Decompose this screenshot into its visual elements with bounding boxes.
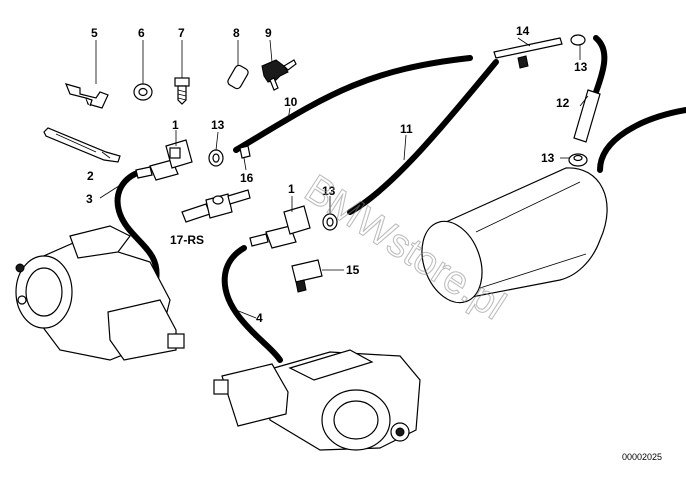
callout-4: 4 <box>256 311 263 325</box>
callout-14: 14 <box>516 24 530 38</box>
hose-part-11 <box>347 59 499 215</box>
callout-8: 8 <box>233 26 240 40</box>
callout-16: 16 <box>240 171 254 185</box>
callout-2: 2 <box>87 169 94 183</box>
plug-part-15 <box>291 259 323 293</box>
throttle-body-lower <box>213 349 421 451</box>
grommet-part-6 <box>133 83 153 101</box>
callout-15: 15 <box>346 263 360 277</box>
hose-part-3 <box>114 169 160 283</box>
spacer-part-8 <box>227 64 249 90</box>
hose-part-10 <box>233 55 473 153</box>
connector-pipe-part-14 <box>493 34 586 69</box>
callout-7: 7 <box>178 26 185 40</box>
cable-tie-part-2 <box>43 127 121 163</box>
vacuum-canister <box>421 167 608 304</box>
callout-1-lower: 1 <box>288 182 295 196</box>
hose-part-4 <box>221 245 283 363</box>
connector-part-17-rs <box>181 189 251 223</box>
callout-10: 10 <box>284 95 298 109</box>
callout-9: 9 <box>265 26 272 40</box>
callout-13-lower: 13 <box>322 184 336 198</box>
callout-5: 5 <box>91 26 98 40</box>
document-number: 00002025 <box>622 452 662 462</box>
leader-lines <box>95 37 589 319</box>
callout-17-rs: 17-RS <box>170 233 204 247</box>
valve-part-1-lower <box>249 205 338 249</box>
clamp-part-13-right <box>568 153 588 167</box>
callout-1-upper: 1 <box>172 118 179 132</box>
hose-to-canister <box>597 107 686 173</box>
hose-part-12 <box>573 35 608 143</box>
callout-11: 11 <box>400 122 413 136</box>
bracket-part-5 <box>64 83 109 109</box>
connector-part-16 <box>239 145 251 159</box>
callout-12: 12 <box>556 96 570 110</box>
screw-part-7 <box>174 77 190 105</box>
callout-6: 6 <box>138 26 145 40</box>
callout-3: 3 <box>86 192 93 206</box>
throttle-body-left <box>15 225 185 361</box>
callout-13-top-right: 13 <box>574 60 588 74</box>
valve-part-1-upper <box>135 139 224 181</box>
callout-13-upper: 13 <box>211 118 225 132</box>
callout-13-right: 13 <box>541 151 555 165</box>
tee-connector-part-9 <box>261 59 297 91</box>
